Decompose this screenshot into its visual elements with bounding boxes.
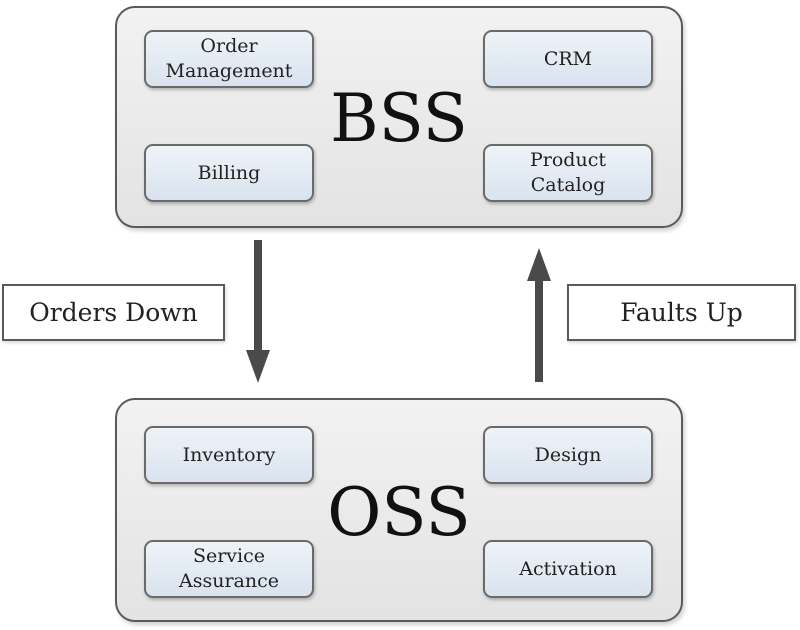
inventory-box: Inventory (144, 426, 314, 484)
crm-label: CRM (543, 47, 593, 70)
up-arrow (527, 248, 551, 382)
billing-label: Billing (197, 161, 261, 184)
down-arrow (246, 240, 270, 383)
billing-box: Billing (144, 144, 314, 202)
oss-panel: Inventory Design OSS Service Assurance A… (115, 398, 683, 622)
service-assurance-label: Service Assurance (179, 545, 279, 592)
orders-down-label: Orders Down (2, 284, 225, 341)
bss-title: BSS (330, 80, 468, 157)
design-label: Design (534, 443, 602, 466)
order-management-box: Order Management (144, 30, 314, 88)
activation-label: Activation (519, 557, 617, 580)
crm-box: CRM (483, 30, 653, 88)
service-assurance-box: Service Assurance (144, 540, 314, 598)
activation-box: Activation (483, 540, 653, 598)
inventory-label: Inventory (182, 443, 276, 466)
faults-up-label: Faults Up (567, 284, 796, 341)
oss-title: OSS (327, 474, 471, 551)
product-catalog-box: Product Catalog (483, 144, 653, 202)
order-management-label: Order Management (165, 35, 293, 82)
product-catalog-label: Product Catalog (530, 149, 606, 196)
bss-panel: Order Management CRM BSS Billing Product… (115, 6, 683, 228)
design-box: Design (483, 426, 653, 484)
